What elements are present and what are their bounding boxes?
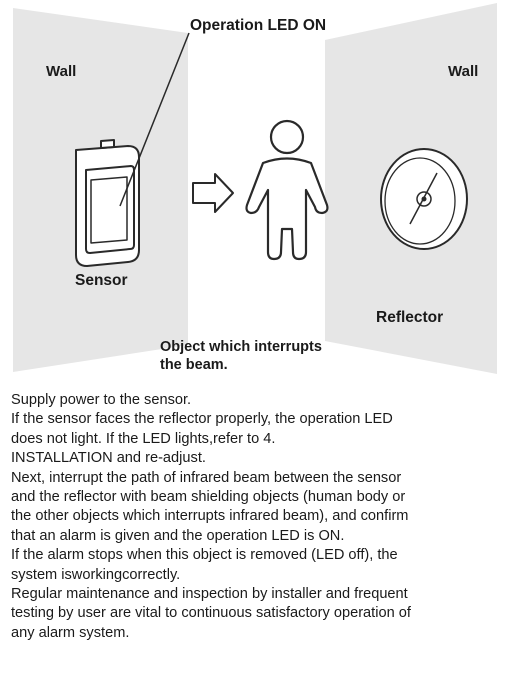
direction-arrow [192,173,234,213]
reflector-device [380,148,468,250]
diagram-illustration [13,3,497,374]
object-caption-line-2: the beam. [160,357,228,373]
sensor-device [75,139,140,267]
instruction-line: INSTALLATION and re-adjust. [11,450,206,467]
instruction-line: If the alarm stops when this object is r… [11,547,398,564]
instruction-line: system isworkingcorrectly. [11,566,181,583]
instruction-line: and the reflector with beam shielding ob… [11,489,406,506]
instruction-line: the other objects which interrupts infra… [11,508,409,525]
reflector-label: Reflector [376,309,444,326]
object-caption-line-1: Object which interrupts [160,339,322,355]
person-figure [245,119,329,261]
instruction-line: that an alarm is given and the operation… [11,527,345,544]
instruction-line: testing by user are vital to continuous … [11,605,411,622]
instruction-line: any alarm system. [11,624,130,641]
instruction-line: Supply power to the sensor. [11,392,192,408]
instruction-line: Next, interrupt the path of infrared bea… [11,469,402,486]
wall-left-label: Wall [46,63,77,80]
instruction-line: If the sensor faces the reflector proper… [11,411,393,428]
sensor-label: Sensor [75,272,128,289]
installation-diagram: Operation LED ON Wall Wall Sensor Reflec… [13,3,497,374]
operation-led-label: Operation LED ON [190,17,327,34]
led-leader-line [119,32,190,207]
instructions-text: Supply power to the sensor. If the senso… [11,391,503,643]
instruction-line: does not light. If the LED lights,refer … [11,430,276,447]
object-caption: Object which interrupts the beam. [160,338,322,374]
instruction-line: Regular maintenance and inspection by in… [11,586,408,603]
wall-right-label: Wall [448,63,479,80]
